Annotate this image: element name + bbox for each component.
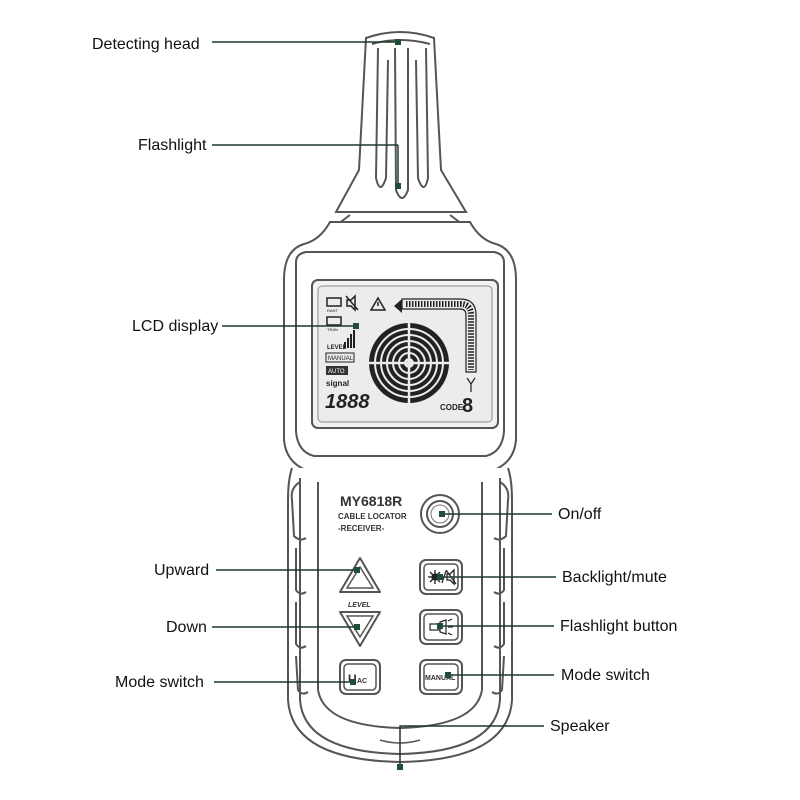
label-mode-switch-left: Mode switch — [115, 674, 204, 691]
label-mode-switch-right: Mode switch — [561, 667, 650, 684]
leader-lines — [212, 41, 556, 768]
lcd-code-label: CODE — [440, 403, 464, 412]
upward-button[interactable] — [339, 557, 381, 593]
label-speaker: Speaker — [550, 718, 610, 735]
device-line3: -RECEIVER- — [338, 524, 385, 533]
lcd-batt2-label: TRAN — [327, 327, 338, 332]
warning-icon — [369, 296, 387, 311]
battery-icon — [326, 316, 342, 326]
device-line2: CABLE LOCATOR — [338, 512, 407, 521]
lcd-level-text: LEVEL — [327, 345, 347, 351]
auto-tag-box — [326, 366, 348, 375]
lcd-signal-digits: 1888 — [325, 391, 370, 413]
label-detecting-head: Detecting head — [92, 36, 200, 53]
uac-mode-button[interactable] — [339, 659, 381, 695]
target-graphic — [369, 323, 449, 403]
label-lcd-display: LCD display — [132, 318, 219, 335]
lcd-batt-label: RANT — [327, 308, 338, 313]
lcd-manual-tag: MANUAL — [328, 356, 354, 362]
signal-arrow-bar — [394, 298, 477, 392]
lcd-auto-tag: AUTO — [328, 369, 345, 375]
leader-dots — [350, 39, 451, 770]
label-backlight-mute: Backlight/mute — [562, 569, 667, 586]
uac-label-sub: AC — [357, 678, 367, 685]
label-flashlight-button: Flashlight button — [560, 618, 678, 635]
detecting-head — [327, 31, 473, 231]
lcd-signal-label: signal — [326, 379, 349, 388]
label-on-off: On/off — [558, 506, 602, 523]
manual-tag-box — [325, 352, 355, 363]
device-model: MY6818R — [340, 493, 402, 509]
leader-speaker — [399, 725, 544, 768]
lcd-code-digit: 8 — [462, 395, 473, 417]
flashlight — [371, 39, 431, 199]
mute-icon — [345, 294, 359, 312]
level-bars — [344, 330, 355, 348]
manual-mode-button[interactable] — [419, 659, 463, 695]
level-label: LEVEL — [348, 602, 371, 609]
manual-button-label: MANUAL — [425, 675, 456, 682]
label-flashlight: Flashlight — [138, 137, 207, 154]
label-upward: Upward — [154, 562, 210, 579]
lcd-display: RANT TRAN LEVEL MANUAL AUTO signal 1888 … — [311, 279, 499, 429]
antenna-icon — [466, 377, 476, 392]
label-down: Down — [166, 619, 207, 636]
battery-icon — [326, 297, 342, 307]
